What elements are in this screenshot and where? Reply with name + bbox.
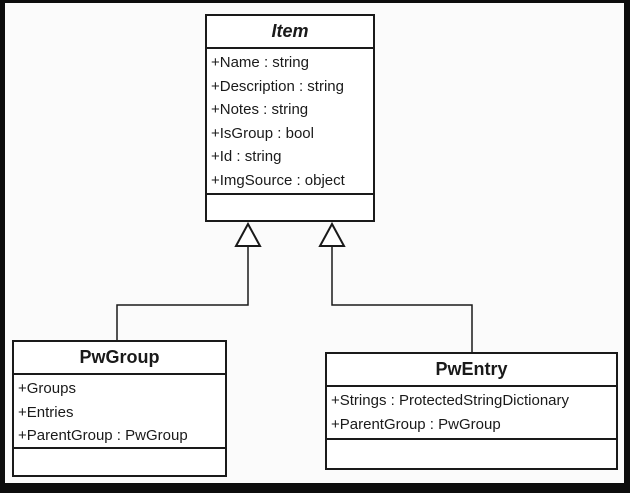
attribute: +Strings : ProtectedStringDictionary xyxy=(331,392,570,409)
class-attributes-pwgroup: +Groups +Entries +ParentGroup : PwGroup xyxy=(14,375,225,449)
class-methods-empty-item xyxy=(207,195,373,220)
attribute: +IsGroup : bool xyxy=(211,124,314,142)
class-attributes-pwentry: +Strings : ProtectedStringDictionary +Pa… xyxy=(327,387,616,440)
class-title-item: Item xyxy=(207,16,373,49)
class-title-pwentry: PwEntry xyxy=(327,354,616,387)
class-box-item: Item +Name : string +Description : strin… xyxy=(205,14,375,222)
attribute: +Groups xyxy=(18,380,76,397)
attribute: +Description : string xyxy=(211,77,344,95)
attribute: +ParentGroup : PwGroup xyxy=(18,427,188,444)
class-title-pwgroup: PwGroup xyxy=(14,342,225,375)
attribute: +Name : string xyxy=(211,54,309,71)
class-box-pwentry: PwEntry +Strings : ProtectedStringDictio… xyxy=(325,352,618,470)
attribute: +ParentGroup : PwGroup xyxy=(331,416,501,433)
class-methods-empty-pwentry xyxy=(327,440,616,468)
attribute: +ImgSource : object xyxy=(211,171,345,189)
class-methods-empty-pwgroup xyxy=(14,449,225,475)
class-attributes-item: +Name : string +Description : string +No… xyxy=(207,49,373,195)
attribute: +Id : string xyxy=(211,148,282,165)
class-box-pwgroup: PwGroup +Groups +Entries +ParentGroup : … xyxy=(12,340,227,477)
attribute: +Entries xyxy=(18,403,74,421)
attribute: +Notes : string xyxy=(211,101,309,118)
